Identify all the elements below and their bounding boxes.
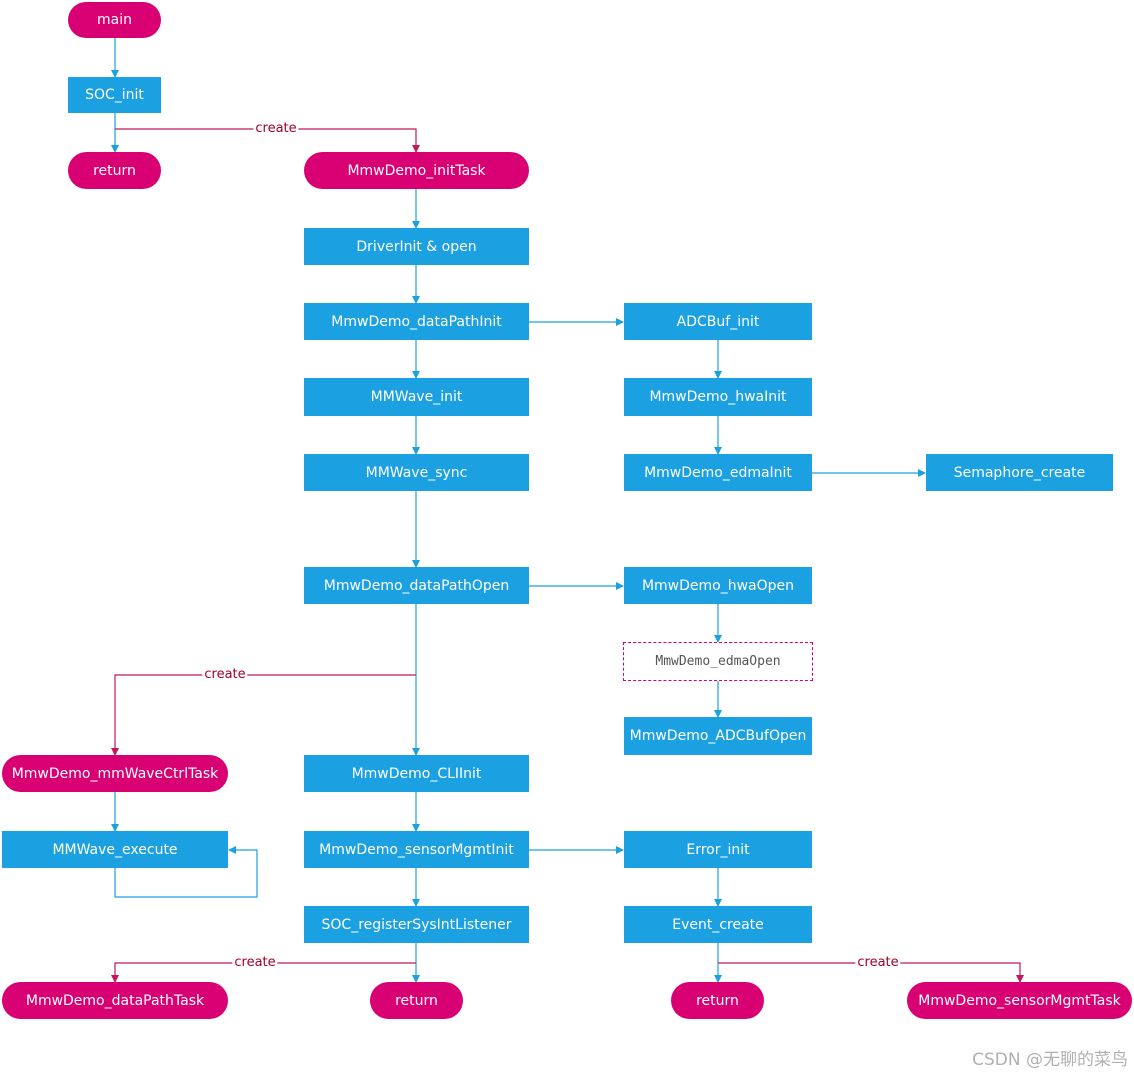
node-edma-open: MmwDemo_edmaOpen — [623, 642, 813, 681]
node-adcbuf-init: ADCBuf_init — [624, 303, 812, 340]
node-mmwave-sync: MMWave_sync — [304, 454, 529, 491]
node-datapath-open: MmwDemo_dataPathOpen — [304, 567, 529, 604]
node-cli-init: MmwDemo_CLIInit — [304, 755, 529, 792]
node-event-create: Event_create — [624, 906, 812, 943]
node-semaphore-create: Semaphore_create — [926, 454, 1113, 491]
node-hwa-init: MmwDemo_hwaInit — [624, 378, 812, 416]
node-error-init: Error_init — [624, 831, 812, 868]
node-ctrl-task: MmwDemo_mmWaveCtrlTask — [2, 755, 228, 792]
node-register-listener: SOC_registerSysIntListener — [304, 906, 529, 943]
edge-create-init-task — [115, 128, 420, 153]
node-datapath-task: MmwDemo_dataPathTask — [2, 982, 228, 1019]
node-init-task: MmwDemo_initTask — [304, 152, 529, 189]
create-label-sensor-task: create — [855, 955, 901, 970]
watermark: CSDN @无聊的菜鸟 — [972, 1050, 1128, 1070]
create-label-ctrl-task: create — [202, 667, 248, 682]
node-adcbuf-open: MmwDemo_ADCBufOpen — [624, 717, 812, 755]
node-return-sensor: return — [671, 982, 764, 1019]
create-label-init-task: create — [253, 121, 299, 136]
node-sensor-mgmt-task: MmwDemo_sensorMgmtTask — [907, 982, 1132, 1019]
edge-execute-loop — [114, 846, 258, 898]
node-return-init: return — [370, 982, 463, 1019]
node-edma-init: MmwDemo_edmaInit — [624, 454, 812, 491]
edge-create-sensor-task — [718, 962, 1024, 983]
node-return-main: return — [68, 152, 161, 189]
node-main: main — [68, 2, 161, 38]
node-soc-init: SOC_init — [68, 77, 161, 113]
create-label-datapath-task: create — [232, 955, 278, 970]
node-datapath-init: MmwDemo_dataPathInit — [304, 303, 529, 340]
edge-create-ctrl-task — [111, 674, 416, 756]
node-sensor-mgmt-init: MmwDemo_sensorMgmtInit — [304, 831, 529, 868]
edge-create-datapath-task — [111, 962, 416, 983]
node-mmwave-init: MMWave_init — [304, 378, 529, 416]
node-mmwave-execute: MMWave_execute — [2, 831, 228, 868]
node-driver-init: DriverInit & open — [304, 228, 529, 265]
node-hwa-open: MmwDemo_hwaOpen — [624, 567, 812, 604]
